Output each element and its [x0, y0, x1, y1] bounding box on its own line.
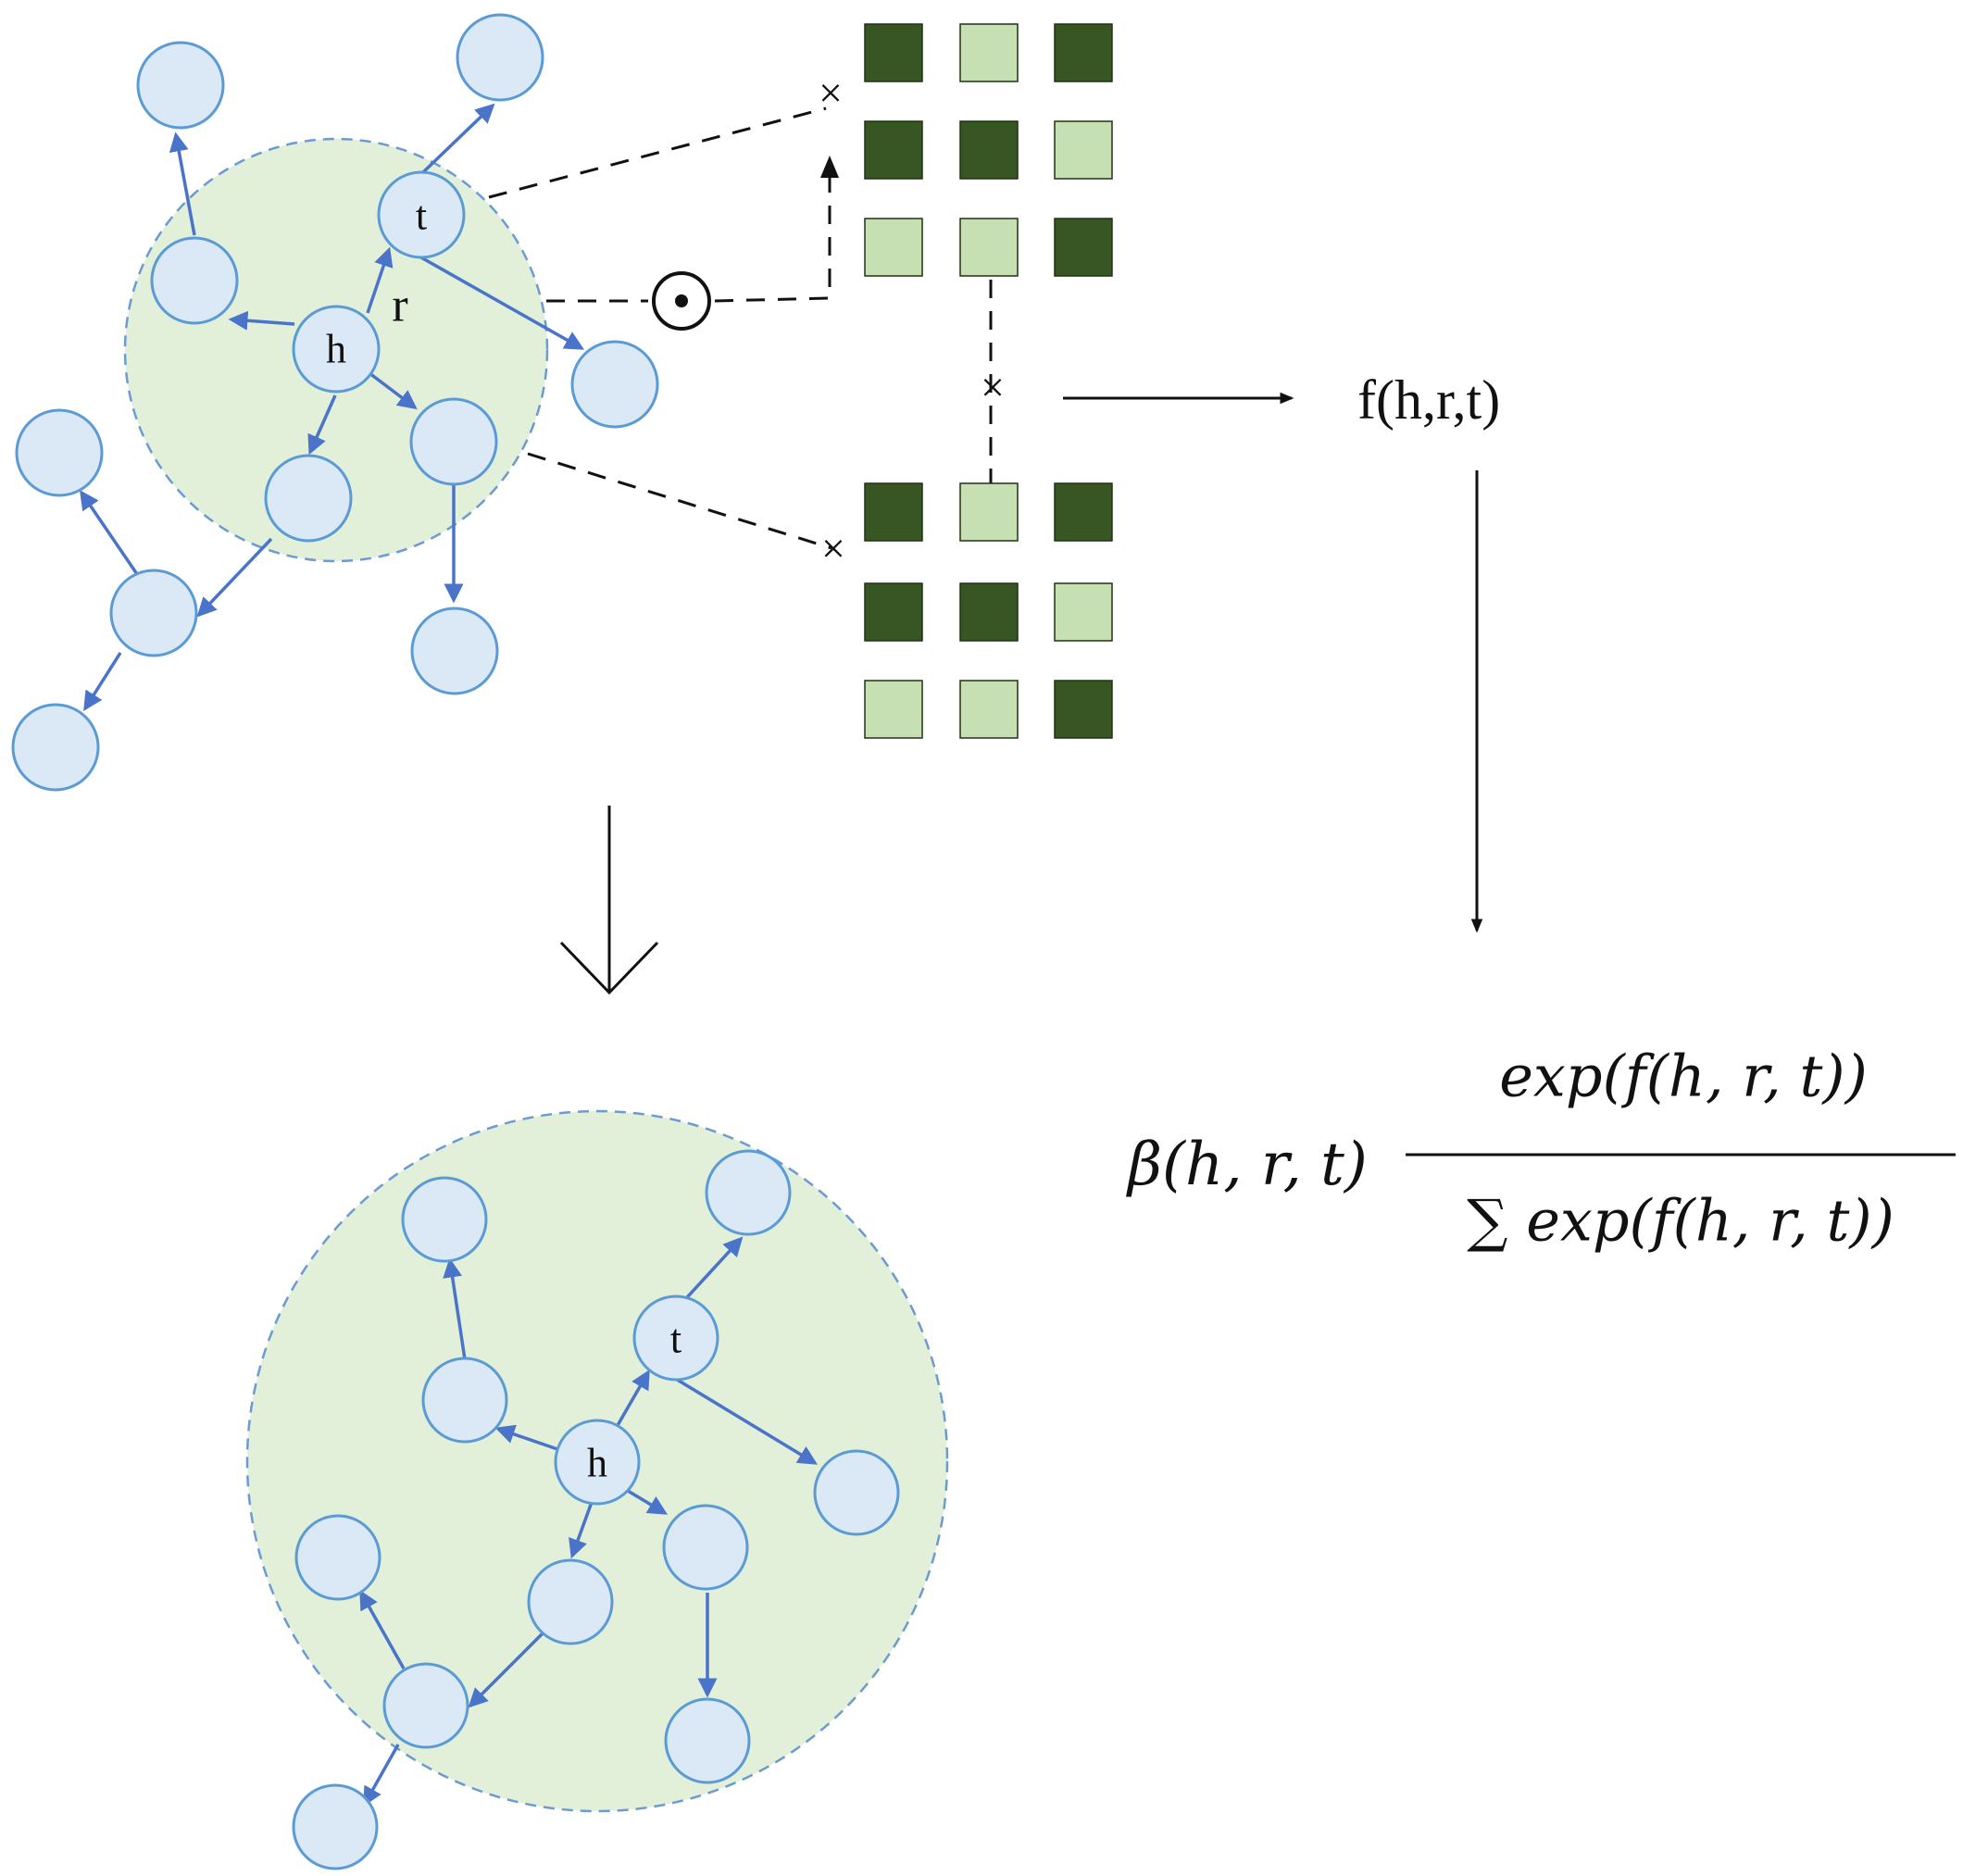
edge-h-t	[366, 246, 394, 314]
bottom-node-h-label: h	[587, 1441, 607, 1486]
matrix-cell-light	[864, 680, 923, 739]
matrix-cell-light	[1054, 582, 1113, 642]
graph-node	[813, 1449, 900, 1536]
matrix-cell-light	[959, 680, 1019, 739]
top-node-h-label: h	[326, 327, 346, 372]
dashed-connector	[488, 106, 827, 199]
matrix-cell-light	[959, 23, 1019, 82]
graph-node	[382, 1662, 469, 1749]
matrix-cell-dark	[1054, 218, 1113, 277]
edge	[494, 1424, 558, 1451]
graph-node	[662, 1504, 749, 1591]
edge	[676, 1236, 744, 1309]
matrix-cell-light	[959, 218, 1019, 277]
bottom-graph: t h	[245, 1109, 949, 1870]
edge	[443, 1257, 467, 1360]
graph-node	[11, 703, 100, 792]
top-matrix	[864, 23, 1113, 277]
graph-node	[150, 236, 239, 325]
arrowhead	[820, 156, 839, 178]
formula-denominator: ∑ exp(f(h, r, t))	[1467, 1187, 1894, 1255]
edge	[627, 1489, 669, 1515]
edge	[468, 1632, 544, 1708]
node-t	[377, 170, 466, 259]
edge-h-t	[611, 1369, 650, 1434]
matrix-cell-dark	[864, 482, 923, 542]
graph-node	[15, 408, 104, 497]
edge	[83, 652, 122, 711]
down-arrow-icon	[559, 806, 659, 995]
formula-coefficient: β(h, r, t)	[1126, 1131, 1368, 1199]
bottom-graph-edges	[359, 1236, 818, 1807]
matrix-cell-light	[959, 482, 1019, 542]
edge	[196, 537, 273, 618]
edge	[359, 1589, 406, 1670]
matrix-cell-dark	[864, 120, 923, 180]
dashed-connector	[527, 452, 832, 550]
bottom-node-t-label: t	[670, 1317, 681, 1362]
bottom-matrix	[864, 482, 1113, 739]
matrix-cell-dark	[1054, 23, 1113, 82]
matrix-cell-dark	[959, 582, 1019, 642]
matrix-cell-dark	[1054, 482, 1113, 542]
graph-node	[421, 1357, 508, 1444]
edge	[673, 1376, 818, 1465]
node-h	[292, 305, 381, 394]
graph-node	[410, 607, 499, 695]
graph-node	[294, 1514, 381, 1601]
edge	[169, 131, 196, 236]
graph-node	[292, 1783, 379, 1870]
down-arrow-head	[559, 941, 659, 995]
bottom-graph-nodes	[292, 1149, 900, 1870]
top-node-t-label: t	[416, 194, 427, 239]
edge	[228, 310, 295, 331]
graph-node	[705, 1149, 792, 1236]
multiply-operator-icon: ×	[821, 525, 845, 572]
graph-node	[527, 1558, 614, 1645]
top-graph-nodes	[11, 13, 659, 792]
matrix-cell-dark	[864, 582, 923, 642]
graph-node	[264, 454, 353, 543]
matrix-cell-dark	[864, 23, 923, 82]
dashed-connector	[714, 172, 831, 303]
edge	[569, 1494, 596, 1559]
edge	[363, 1744, 400, 1807]
graph-node	[401, 1176, 488, 1263]
edge	[364, 369, 418, 410]
formula-numerator: exp(f(h, r, t))	[1499, 1043, 1868, 1110]
connectors: × × ×	[488, 69, 1005, 572]
top-graph: t h r	[11, 13, 659, 792]
edge	[421, 103, 495, 174]
matrix-cell-dark	[959, 120, 1019, 180]
graph-node	[570, 340, 659, 429]
matrix-cell-light	[1054, 120, 1113, 180]
graph-node	[136, 41, 225, 130]
multiply-operator-icon: ×	[819, 69, 843, 117]
attention-formula: β(h, r, t) exp(f(h, r, t)) ∑ exp(f(h, r,…	[1126, 1043, 1956, 1255]
graph-node	[456, 13, 544, 102]
relation-r-label: r	[392, 280, 407, 332]
edge	[419, 255, 585, 350]
graph-node	[664, 1697, 751, 1784]
hadamard-dot	[675, 294, 688, 307]
node-h	[554, 1419, 641, 1506]
graph-node	[109, 569, 198, 657]
matrix-cell-light	[864, 218, 923, 277]
score-function-label: f(h,r,t)	[1357, 369, 1500, 431]
edge	[80, 490, 141, 578]
node-t	[632, 1294, 719, 1382]
edge	[307, 394, 337, 456]
top-graph-edges	[80, 103, 585, 711]
matrix-cell-dark	[1054, 680, 1113, 739]
multiply-operator-icon: ×	[981, 364, 1005, 411]
graph-node	[409, 397, 498, 486]
